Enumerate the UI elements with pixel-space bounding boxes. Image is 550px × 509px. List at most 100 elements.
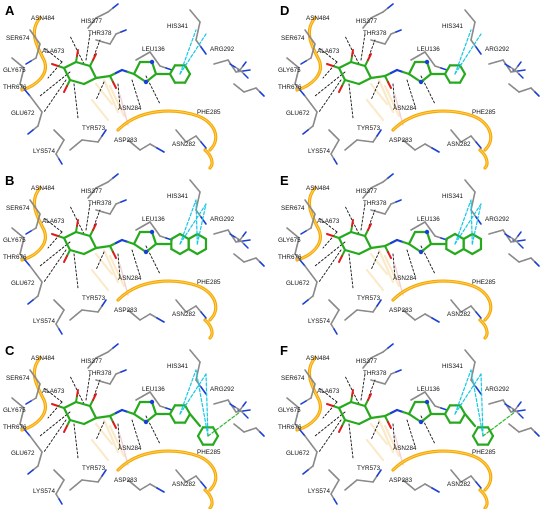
- residue-bond: [156, 317, 165, 323]
- faded-ribbon-stick: [108, 84, 126, 118]
- residue-bond: [238, 87, 245, 93]
- ligand-hydroxyl: [89, 229, 94, 237]
- residue-bond: [243, 89, 251, 93]
- hydrogen-bond: [360, 373, 366, 401]
- residue-bond: [39, 111, 43, 120]
- residue-bond: [414, 486, 421, 491]
- residue-bond: [469, 15, 476, 23]
- hydrogen-bond: [392, 83, 396, 109]
- residue-bond: [213, 61, 222, 65]
- hydrogen-bond: [406, 419, 416, 447]
- residue-bond: [89, 140, 99, 143]
- residue-bond: [376, 181, 384, 186]
- residue-label: ASN282: [172, 311, 196, 318]
- residue-bond: [17, 402, 25, 409]
- ligand-hydroxyl: [341, 419, 346, 427]
- ligand-hydroxyl: [326, 403, 334, 407]
- hydrogen-bond: [47, 401, 63, 419]
- residue-bond: [58, 474, 65, 481]
- residue-bond: [304, 95, 312, 105]
- arg292-bond: [229, 63, 236, 68]
- residue-bond: [37, 118, 41, 127]
- residue-bond: [286, 57, 294, 64]
- residue-bond: [410, 55, 419, 61]
- residue-bond: [455, 475, 462, 483]
- residue-bond: [197, 361, 201, 372]
- residue-bond: [364, 480, 374, 483]
- ligand-phenyl-ring: [168, 64, 177, 76]
- residue-bond: [27, 129, 34, 135]
- ligand-triazole: [407, 400, 417, 416]
- faded-ribbon-stick: [94, 82, 114, 106]
- ligand-naphthyl-ring: [187, 247, 199, 256]
- ligand-biphenyl-ring: [486, 426, 495, 438]
- residue-bond: [89, 310, 99, 313]
- residue-label: HIS377: [81, 188, 103, 195]
- hydrogen-bond: [85, 203, 91, 231]
- residue-bond: [81, 139, 91, 142]
- ligand-sugar-ring: [68, 78, 86, 86]
- pi-pi-interaction: [205, 373, 209, 437]
- ligand-sugar-ring: [62, 236, 72, 252]
- hydrogen-bond: [318, 47, 338, 63]
- residue-label: GLU672: [286, 450, 310, 457]
- hydrogen-bond: [368, 379, 376, 397]
- ligand-hydroxyl: [63, 425, 68, 433]
- residue-label: PHE285: [472, 109, 496, 116]
- ribbon-loop-bottom: [392, 280, 492, 321]
- residue-bond: [450, 469, 457, 477]
- ligand-hydroxyl: [57, 65, 65, 69]
- residue-label: THR676: [278, 84, 302, 91]
- residue-bond: [517, 69, 526, 72]
- residue-bond: [377, 381, 386, 385]
- ligand-sugar-ring: [357, 246, 373, 256]
- triazole-nitrogen: [424, 229, 430, 235]
- ligand-triazole: [132, 230, 142, 246]
- ligand-hydroxyl: [341, 249, 346, 257]
- residue-bond: [470, 475, 477, 483]
- ligand-sugar-ring: [88, 234, 98, 250]
- residue-bond: [55, 323, 60, 330]
- residue-bond: [194, 355, 201, 363]
- residue-label: ALA673: [317, 388, 340, 395]
- ligand-biphenyl-ring: [168, 404, 177, 416]
- residue-bond: [69, 314, 77, 321]
- residue-bond: [384, 378, 389, 385]
- ligand-sugar-ring: [82, 246, 98, 256]
- residue-bond: [417, 221, 426, 227]
- residue-bond: [95, 184, 103, 189]
- triazole-nitrogen: [143, 79, 149, 85]
- residue-bond: [95, 354, 103, 359]
- ligand-carbonyl: [387, 251, 392, 259]
- hydrogen-bond: [322, 61, 338, 79]
- triazole-nitrogen: [143, 419, 149, 425]
- residue-bond: [366, 17, 372, 24]
- residue-bond: [75, 139, 83, 146]
- residue-label: HIS341: [442, 193, 464, 200]
- triazole-nitrogen: [424, 59, 430, 65]
- ribbon-helix-left: [296, 187, 321, 261]
- ligand-naphthyl-ring: [462, 232, 474, 241]
- triazole-nitrogen: [149, 59, 155, 65]
- residue-bond: [180, 475, 187, 483]
- residue-bond: [534, 91, 540, 97]
- ligand-sugar-ring: [88, 404, 98, 420]
- ligand-hydroxyl: [51, 233, 59, 237]
- hydrogen-bond: [47, 61, 63, 79]
- faded-residue-stick: [119, 94, 129, 126]
- residue-bond: [506, 405, 512, 413]
- residue-label: THR378: [363, 30, 387, 37]
- ligand-biphenyl-ring: [211, 426, 220, 438]
- residue-bond: [470, 39, 477, 48]
- background-residues: [365, 78, 404, 126]
- ligand-hydroxyl: [332, 235, 340, 239]
- residue-bond: [127, 479, 135, 486]
- residue-bond: [107, 347, 114, 353]
- residue-bond: [120, 29, 127, 33]
- residue-bond: [30, 57, 37, 62]
- residue-bond: [200, 141, 207, 149]
- residue-label: THR378: [88, 200, 112, 207]
- residue-bond: [460, 308, 467, 313]
